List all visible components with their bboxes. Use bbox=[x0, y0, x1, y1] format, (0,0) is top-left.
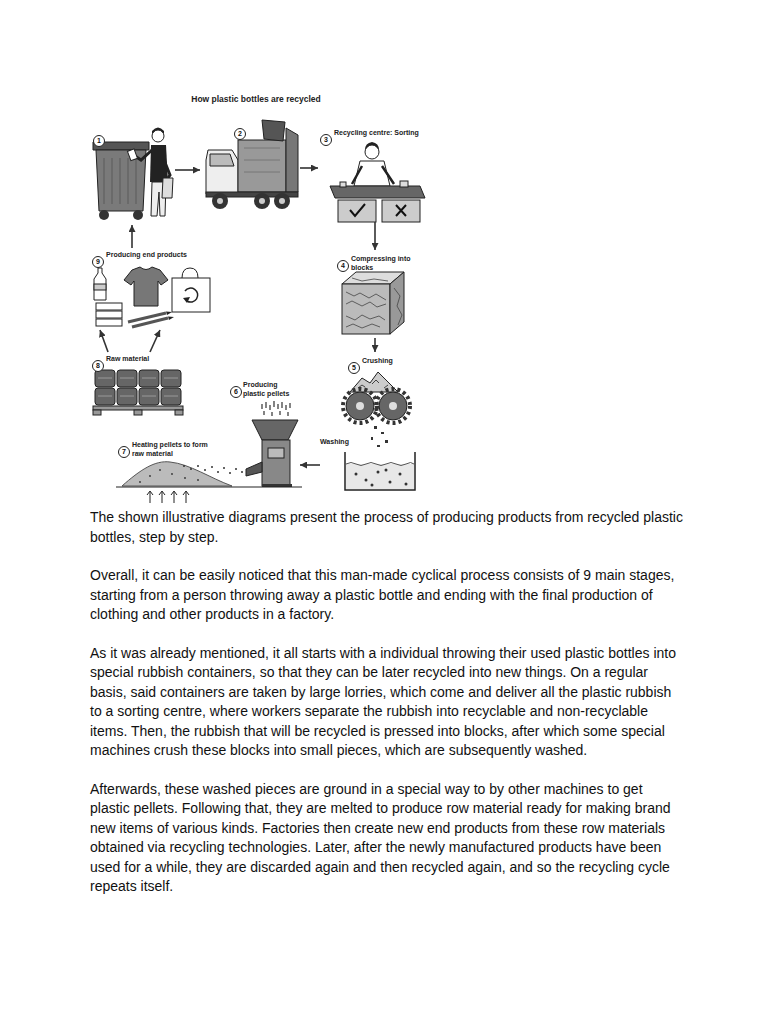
text-slot: Crushing bbox=[362, 357, 418, 366]
flow-arrow bbox=[300, 167, 318, 169]
step-label: Recycling centre: Sorting bbox=[334, 129, 434, 138]
text-slot: Washing bbox=[320, 438, 349, 447]
callout-number: 7 bbox=[118, 446, 130, 458]
text-slot: Producing end products bbox=[106, 251, 187, 260]
text-slot: 3 bbox=[320, 128, 332, 146]
callout-number: 5 bbox=[348, 362, 360, 374]
bin-and-person bbox=[93, 128, 173, 221]
callout-number: 2 bbox=[234, 128, 246, 140]
flow-arrow bbox=[175, 169, 200, 171]
callout-number: 3 bbox=[320, 134, 332, 146]
step-label: Crushing bbox=[362, 357, 418, 366]
text-slot: 9 bbox=[92, 250, 104, 268]
raw-material-bags bbox=[93, 370, 183, 415]
essay-paragraph: Overall, it can be easily noticed that t… bbox=[90, 566, 686, 625]
flow-arrow bbox=[131, 225, 133, 248]
end-products bbox=[94, 267, 210, 327]
text-slot: 4 bbox=[337, 254, 349, 272]
process-step: 3Recycling centre: Sorting bbox=[318, 126, 437, 222]
process-step: 8Raw material bbox=[88, 352, 193, 422]
process-step: 7Heating pellets to form raw material bbox=[112, 438, 226, 510]
text-slot: 6 bbox=[230, 380, 242, 398]
step-label: Producing end products bbox=[106, 251, 187, 260]
heated-pile bbox=[116, 462, 302, 503]
compressed-block bbox=[342, 272, 404, 334]
lorry bbox=[206, 120, 298, 209]
process-step: 1 bbox=[90, 125, 175, 225]
flow-arrow bbox=[150, 330, 160, 352]
text-slot: Raw material bbox=[106, 355, 149, 364]
text-slot: Compressing into blocks bbox=[351, 255, 411, 272]
flow-arrow bbox=[100, 330, 108, 352]
essay-paragraph: As it was already mentioned, it all star… bbox=[90, 644, 686, 761]
step-label: Heating pellets to form raw material bbox=[132, 441, 212, 458]
step-label: Washing bbox=[320, 438, 349, 447]
title-box: How plastic bottles are recycled bbox=[140, 94, 372, 104]
text-slot: 5 bbox=[348, 356, 360, 374]
step-label: Compressing into blocks bbox=[351, 255, 411, 272]
washing-tank bbox=[345, 452, 415, 490]
callout-number: 6 bbox=[230, 386, 242, 398]
process-step: 9Producing end products bbox=[88, 248, 216, 330]
step-label: Producing plastic pellets bbox=[243, 381, 297, 398]
text-slot: Recycling centre: Sorting bbox=[334, 129, 434, 138]
flow-arrow bbox=[374, 338, 376, 352]
process-step: 6Producing plastic pellets bbox=[226, 378, 300, 492]
process-step: 5CrushingWashing bbox=[320, 352, 421, 492]
essay-paragraph: The shown illustrative diagrams present … bbox=[90, 508, 686, 547]
callout-number: 1 bbox=[93, 135, 105, 147]
step-label: Raw material bbox=[106, 355, 149, 364]
diagram-title: How plastic bottles are recycled bbox=[140, 94, 372, 104]
sorting-worker bbox=[330, 142, 425, 222]
essay-text: The shown illustrative diagrams present … bbox=[90, 508, 686, 916]
text-slot: 7 bbox=[118, 440, 130, 458]
text-slot: 2 bbox=[234, 122, 246, 140]
text-slot: Producing plastic pellets bbox=[243, 381, 297, 398]
essay-paragraph: Afterwards, these washed pieces are grou… bbox=[90, 780, 686, 897]
flow-arrow bbox=[300, 464, 320, 466]
text-slot: 1 bbox=[93, 129, 105, 147]
callout-number: 4 bbox=[337, 260, 349, 272]
callout-number: 8 bbox=[92, 360, 104, 372]
flow-arrow bbox=[374, 222, 376, 250]
process-step: 2 bbox=[200, 118, 300, 210]
crusher bbox=[343, 372, 410, 447]
text-slot: Heating pellets to form raw material bbox=[132, 441, 212, 458]
callout-number: 9 bbox=[92, 256, 104, 268]
process-step: 4Compressing into blocks bbox=[335, 250, 420, 338]
pellet-machine bbox=[246, 401, 298, 487]
text-slot: 8 bbox=[92, 354, 104, 372]
